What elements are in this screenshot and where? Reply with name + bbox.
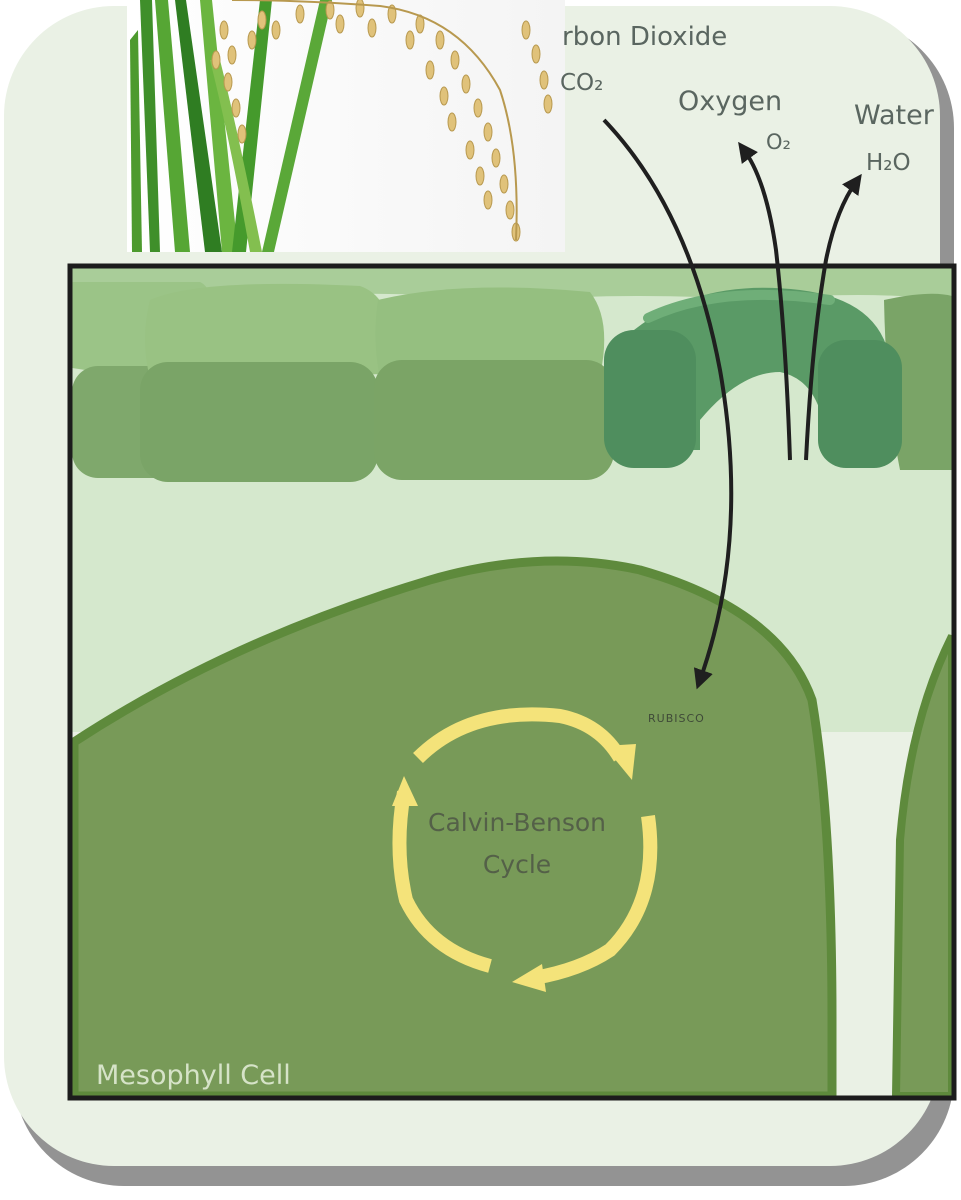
oxygen-label: Oxygen [678, 86, 782, 117]
co2-formula-label: CO₂ [560, 70, 603, 96]
water-label: Water [854, 100, 934, 131]
rubisco-label: RUBISCO [648, 712, 705, 725]
mesophyll-cell-label: Mesophyll Cell [96, 1060, 291, 1091]
cycle-label-line2: Cycle [402, 844, 632, 886]
calvin-benson-cycle-label: Calvin-Benson Cycle [402, 802, 632, 886]
h2o-formula-label: H₂O [866, 150, 911, 176]
cycle-label-line1: Calvin-Benson [402, 802, 632, 844]
carbon-dioxide-label: rbon Dioxide [562, 22, 727, 52]
o2-formula-label: O₂ [766, 130, 791, 154]
rice-plant-image [127, 0, 565, 252]
